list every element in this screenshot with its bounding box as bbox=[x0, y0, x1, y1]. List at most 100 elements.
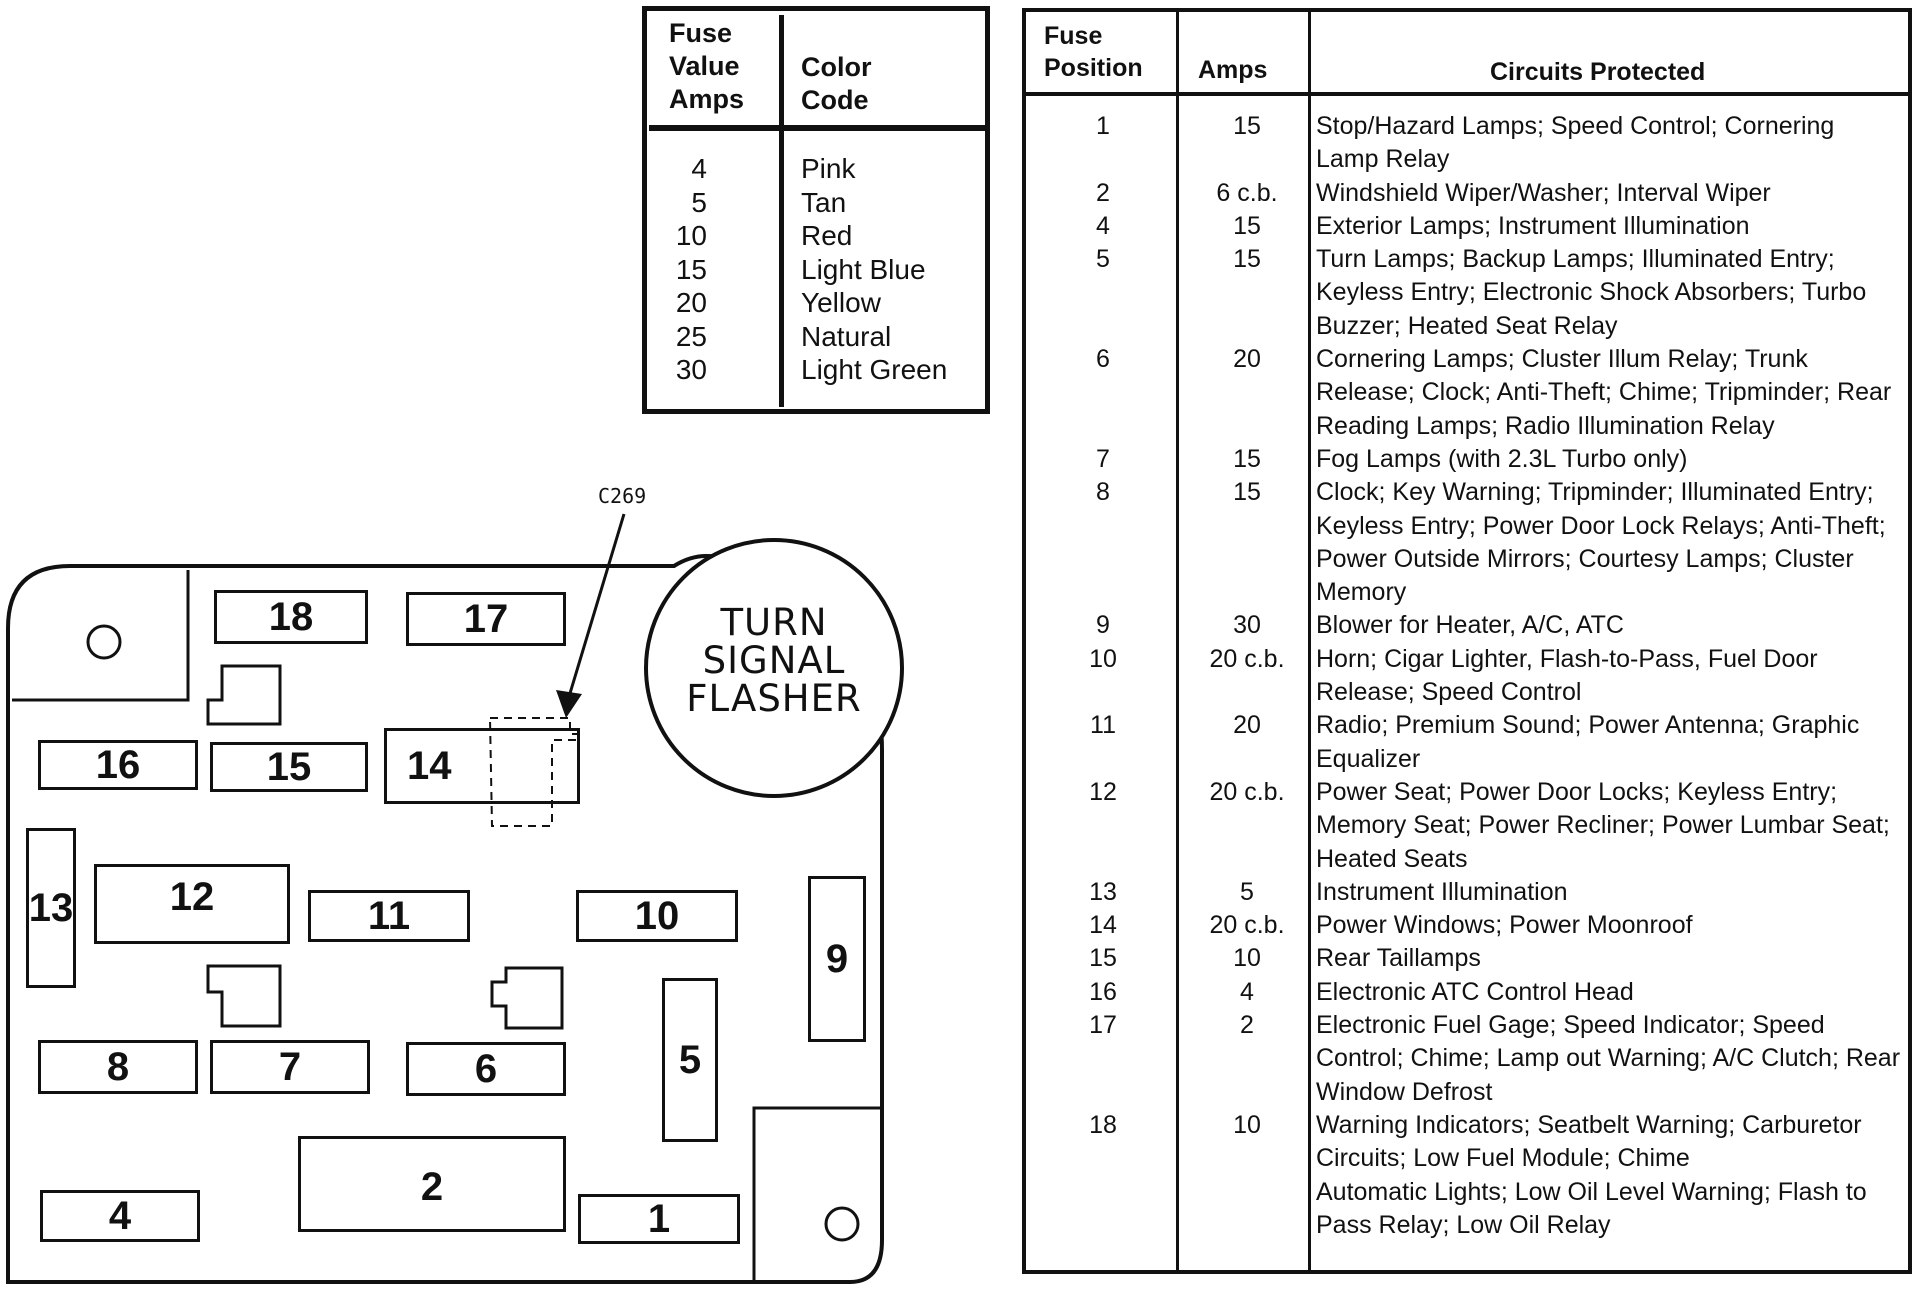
circuits-protected: Rear Taillamps bbox=[1316, 944, 1481, 973]
fuse-amps: 10 bbox=[675, 220, 707, 251]
fuse-position: 17 bbox=[1089, 1011, 1117, 1040]
circuits-protected: Automatic Lights; Low Oil Level Warning;… bbox=[1316, 1177, 1867, 1239]
fuse-12[interactable]: 12 bbox=[94, 864, 290, 944]
fuse-amps: 15 bbox=[1233, 444, 1261, 473]
fuse-position: 8 bbox=[1096, 478, 1110, 507]
fuse-amps: 15 bbox=[1233, 112, 1261, 140]
fuse-color: Light Green bbox=[801, 354, 948, 385]
header-divider bbox=[649, 125, 985, 131]
header-fuse-position: Fuse Position bbox=[1044, 22, 1143, 82]
fuse-position: 6 bbox=[1096, 345, 1110, 374]
column-divider bbox=[779, 15, 784, 407]
fuse-amps: 15 bbox=[1233, 211, 1261, 240]
fuse-amps: 5 bbox=[1240, 877, 1254, 906]
relay-socket bbox=[206, 664, 282, 726]
fuse-position: 15 bbox=[1089, 944, 1117, 973]
fuse-amps: 20 c.b. bbox=[1209, 911, 1285, 940]
fuse-position: 5 bbox=[1096, 245, 1110, 274]
circuit-row: 16 4 Electronic ATC Control Head bbox=[1026, 976, 1908, 1009]
callout-arrow bbox=[556, 690, 582, 718]
circuits-protected: Power Seat; Power Door Locks; Keyless En… bbox=[1316, 777, 1890, 873]
fuse-13[interactable]: 13 bbox=[26, 828, 76, 988]
circuits-protected: Electronic ATC Control Head bbox=[1316, 977, 1634, 1006]
circuits-protected: Blower for Heater, A/C, ATC bbox=[1316, 611, 1624, 640]
fuse-amps: 2 bbox=[1240, 1011, 1254, 1040]
circuit-row: Automatic Lights; Low Oil Level Warning;… bbox=[1026, 1176, 1908, 1243]
fuse-amps: 5 bbox=[691, 186, 707, 218]
header-color-code: Color Code bbox=[801, 52, 872, 115]
fuse-amps: 30 bbox=[675, 354, 707, 385]
circuit-row: 13 5 Instrument Illumination bbox=[1026, 876, 1908, 909]
fuse-position: 18 bbox=[1089, 1110, 1117, 1139]
fuse-position: 9 bbox=[1096, 611, 1110, 640]
header-circuits-protected: Circuits Protected bbox=[1490, 58, 1706, 86]
circuits-protected: Radio; Premium Sound; Power Antenna; Gra… bbox=[1316, 711, 1860, 773]
fuse-17[interactable]: 17 bbox=[406, 592, 566, 646]
column-divider bbox=[1176, 12, 1179, 1270]
circuits-protected: Windshield Wiper/Washer; Interval Wiper bbox=[1316, 178, 1771, 207]
fuse-16[interactable]: 16 bbox=[38, 740, 198, 790]
fuse-position: 13 bbox=[1089, 877, 1117, 906]
fuse-10[interactable]: 10 bbox=[576, 890, 738, 942]
fuse-amps: 20 bbox=[1233, 711, 1261, 740]
fuse-amps: 4 bbox=[1240, 977, 1254, 1006]
circuits-protected: Stop/Hazard Lamps; Speed Control; Corner… bbox=[1316, 112, 1835, 174]
fuse-2[interactable]: 2 bbox=[298, 1136, 566, 1232]
fuse-color: Natural bbox=[801, 320, 892, 352]
fuse-14[interactable]: 14 bbox=[384, 728, 580, 804]
circuits-protected: Instrument Illumination bbox=[1316, 877, 1568, 906]
mounting-hole bbox=[86, 624, 122, 660]
circuit-row: 17 2 Electronic Fuel Gage; Speed Indicator… bbox=[1026, 1009, 1908, 1109]
fuse-amps: 15 bbox=[675, 253, 707, 285]
fuse-color: Light Blue bbox=[801, 253, 926, 285]
fuse-7[interactable]: 7 bbox=[210, 1040, 370, 1094]
fuse-15[interactable]: 15 bbox=[210, 742, 368, 792]
fuse-8[interactable]: 8 bbox=[38, 1040, 198, 1094]
fuse-amps: 15 bbox=[1233, 478, 1261, 507]
circuits-protected: Cornering Lamps; Cluster Illum Relay; Tr… bbox=[1316, 345, 1892, 440]
color-row: 20 Yellow bbox=[647, 287, 985, 321]
circuits-protected: Electronic Fuel Gage; Speed Indicator; S… bbox=[1316, 1011, 1901, 1106]
fuse-amps: 20 c.b. bbox=[1209, 777, 1285, 806]
fuse-amps: 20 bbox=[1233, 345, 1261, 374]
fuse-amps: 20 c.b. bbox=[1209, 644, 1285, 673]
circuits-protected: Horn; Cigar Lighter, Flash-to-Pass, Fuel… bbox=[1316, 644, 1818, 707]
fuse-6[interactable]: 6 bbox=[406, 1042, 566, 1096]
fuse-color: Yellow bbox=[801, 287, 881, 318]
fuse-5[interactable]: 5 bbox=[662, 978, 718, 1142]
fuse-1[interactable]: 1 bbox=[578, 1194, 740, 1244]
circuit-row: 15 10 Rear Taillamps bbox=[1026, 942, 1908, 975]
header-amps: Amps bbox=[1198, 56, 1268, 84]
fuse-amps: 15 bbox=[1233, 245, 1261, 274]
fuse-11[interactable]: 11 bbox=[308, 890, 470, 942]
column-divider bbox=[1308, 12, 1311, 1270]
fuse-4[interactable]: 4 bbox=[40, 1190, 200, 1242]
fuse-amps: 20 bbox=[675, 287, 707, 318]
mounting-hole bbox=[824, 1206, 860, 1242]
circuit-row: 6 20 Cornering Lamps; Cluster Illum Relay;… bbox=[1026, 343, 1908, 443]
fuse-position: 16 bbox=[1089, 977, 1117, 1006]
fuse-9[interactable]: 9 bbox=[808, 876, 866, 1042]
fuse-18[interactable]: 18 bbox=[214, 590, 368, 644]
relay-socket bbox=[206, 964, 282, 1028]
fuse-amps: 10 bbox=[1233, 944, 1261, 973]
fuse-position: 14 bbox=[1089, 911, 1117, 940]
fuse-position: 7 bbox=[1096, 444, 1110, 473]
connector-label-c269: C269 bbox=[598, 484, 647, 508]
fuse-amps: 4 bbox=[691, 153, 707, 184]
circuits-protected: Exterior Lamps; Instrument Illumination bbox=[1316, 211, 1750, 240]
